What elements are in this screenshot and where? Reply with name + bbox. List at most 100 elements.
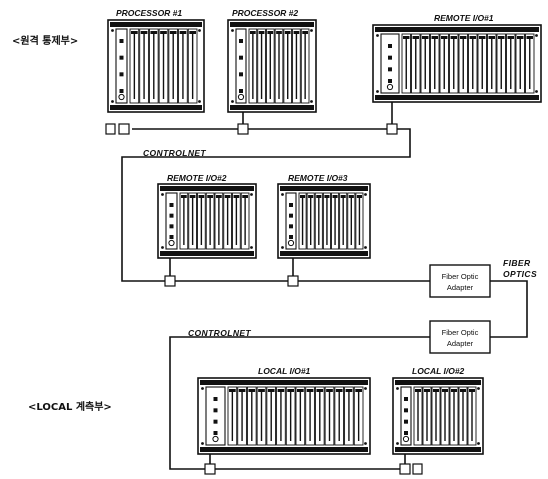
rack-slot-latch [179, 31, 187, 34]
rack-slot-latch [300, 195, 306, 198]
rack-processor-1 [107, 19, 205, 113]
rack-slot-latch [287, 389, 294, 392]
rack-slot-latch [450, 36, 457, 39]
rack-slot-latch [469, 36, 476, 39]
rack-screw [198, 100, 201, 103]
rack-indicator [404, 397, 408, 401]
rack-slot-latch [169, 31, 177, 34]
rack-slot-latch [242, 195, 248, 198]
rack-slot-latch [238, 389, 246, 392]
tap-remote-io-3 [287, 275, 299, 287]
rack-indicator [119, 39, 124, 43]
rack-indicator [213, 408, 218, 413]
rack-bottom-rail [160, 251, 254, 256]
rack-connector [402, 435, 410, 443]
tap-processor-2 [237, 123, 249, 135]
rack-power-module [400, 386, 412, 446]
rack-slot-latch [189, 31, 196, 34]
rack-screw [396, 387, 399, 390]
rack-slot-latch [276, 31, 282, 34]
fiber-optic-adapter-upper: Fiber Optic Adapter [429, 264, 491, 298]
rack-indicator [169, 213, 174, 218]
rack-bottom-rail [280, 251, 368, 256]
rack-screw [535, 90, 538, 93]
rack-remote-io-3 [277, 183, 371, 259]
rack-screw [161, 246, 164, 249]
rack-indicator [289, 213, 293, 218]
adapter-lower-line1: Fiber Optic [442, 328, 479, 337]
rack-slot-latch [306, 389, 314, 392]
rack-power-module [380, 33, 400, 94]
rack-top-rail [110, 22, 202, 27]
rack-slot-latch [451, 389, 457, 392]
network-label-fiber-optics-2: OPTICS [503, 269, 537, 279]
rack-processor-2 [227, 19, 317, 113]
rack-top-rail [395, 380, 481, 385]
rack-slot-latch [433, 389, 439, 392]
rack-remote-io-1 [372, 24, 542, 103]
rack-slot-latch [277, 389, 285, 392]
rack-top-rail [230, 22, 314, 27]
rack-indicator [239, 89, 243, 93]
rack-power-module [285, 192, 297, 250]
rack-slot-latch [488, 36, 495, 39]
rack-label-processor-2: PROCESSOR #2 [232, 8, 298, 18]
rack-slot-latch [316, 195, 322, 198]
rack-indicator [388, 44, 392, 48]
rack-screw [477, 442, 480, 445]
rack-top-rail [280, 186, 368, 191]
rack-screw [535, 34, 538, 37]
rack-slot-latch [335, 389, 343, 392]
rack-screw [161, 193, 164, 196]
rack-slot-latch [460, 36, 467, 39]
controlnet-lower-cable [169, 336, 430, 470]
rack-slot-latch [403, 36, 410, 39]
rack-screw [250, 193, 253, 196]
rack-slot-latch [316, 389, 324, 392]
rack-slot-latch [517, 36, 524, 39]
rack-remote-io-2 [157, 183, 257, 259]
rack-slot-latch [507, 36, 514, 39]
rack-slot-latch [224, 195, 231, 198]
rack-power-module [165, 192, 178, 250]
rack-label-local-io-1: LOCAL I/O#1 [258, 366, 311, 376]
rack-indicator [239, 55, 243, 60]
rack-label-remote-io-2: REMOTE I/O#2 [167, 173, 227, 183]
rack-slot-latch [415, 389, 421, 392]
network-label-controlnet-upper: CONTROLNET [143, 148, 206, 158]
rack-indicator [388, 79, 392, 83]
tap-local-io-2b [412, 463, 423, 475]
rack-screw [281, 193, 284, 196]
rack-indicator [239, 72, 243, 77]
rack-screw [231, 100, 234, 103]
rack-indicator [289, 203, 293, 207]
rack-label-local-io-2: LOCAL I/O#2 [412, 366, 465, 376]
rack-indicator [119, 89, 124, 93]
rack-indicator [169, 235, 174, 239]
rack-screw [201, 387, 204, 390]
fiber-optic-adapter-lower: Fiber Optic Adapter [429, 320, 491, 354]
rack-screw [364, 246, 367, 249]
rack-slot-latch [233, 195, 240, 198]
rack-slot-latch [140, 31, 148, 34]
rack-slot-latch [258, 31, 265, 34]
rack-slot-latch [356, 195, 362, 198]
rack-connector [287, 239, 295, 247]
rack-indicator [289, 224, 293, 229]
rack-indicator [404, 419, 408, 424]
rack-slot-latch [460, 389, 466, 392]
rack-slot-latch [189, 195, 196, 198]
rack-indicator [169, 203, 174, 207]
rack-slot-latch [267, 389, 275, 392]
network-label-fiber-optics-1: FIBER [503, 258, 531, 268]
rack-slot-latch [267, 31, 274, 34]
rack-slot-latch [340, 195, 346, 198]
rack-slot-latch [469, 389, 475, 392]
rack-bottom-rail [375, 95, 539, 100]
rack-screw [364, 442, 367, 445]
rack-slot-latch [355, 389, 362, 392]
rack-slot-latch [479, 36, 486, 39]
rack-slot-latch [284, 31, 291, 34]
rack-connector [386, 83, 394, 91]
